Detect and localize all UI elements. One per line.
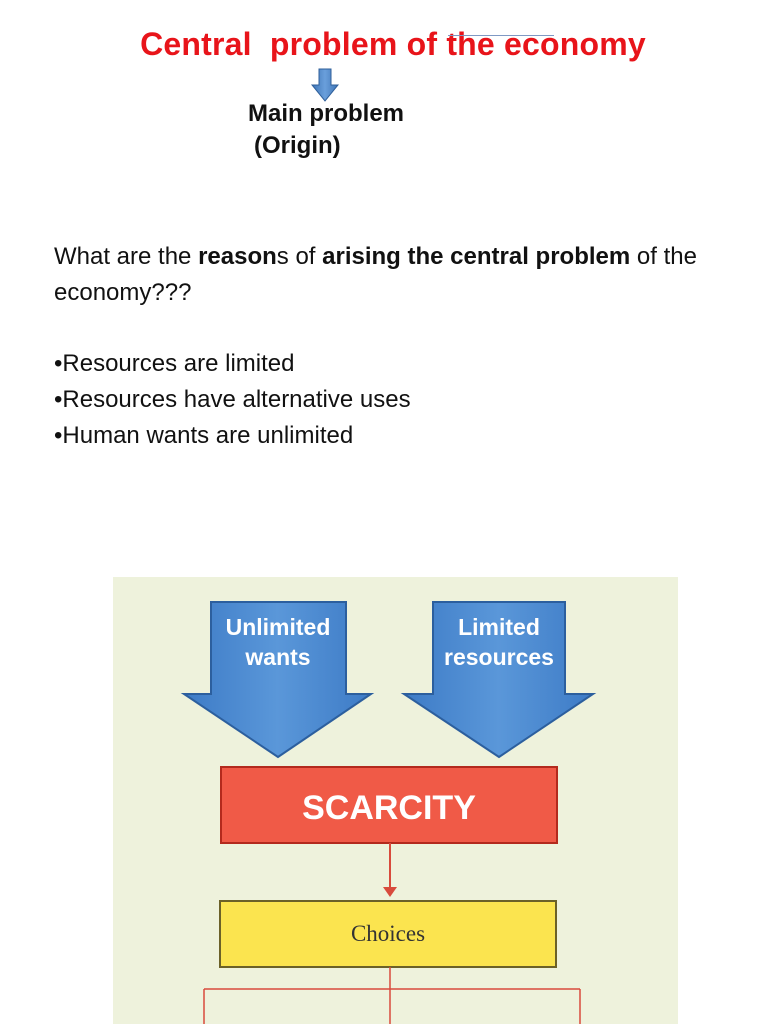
choices-label: Choices [351,921,425,946]
scarcity-diagram-svg: Unlimited wants Limited resources SCARCI… [180,601,597,1024]
question-part1: What are the [54,243,199,270]
question-part2: s of [276,243,323,270]
reasons-list: •Resources are limited •Resources have a… [54,346,411,454]
question-bold-arising: arising the central problem [322,243,631,270]
list-item: •Human wants are unlimited [54,422,354,449]
unlimited-wants-arrow [180,601,375,759]
main-problem-line: Main problem [248,100,405,127]
list-item: •Resources are limited [54,350,295,377]
connector-arrowhead [383,887,397,897]
question-part3: of the economy??? [54,243,697,306]
decorative-line [448,35,554,36]
slide-title: Central problem of the economy [140,26,646,62]
unlimited-wants-line2: wants [244,644,310,670]
limited-resources-line1: Limited [458,614,540,640]
question-bold-reason: reason [198,243,277,270]
scarcity-box [220,766,558,844]
origin-line: (Origin) [254,132,341,159]
scarcity-label: SCARCITY [302,789,476,827]
question-text: What are the reasons of arising the cent… [54,239,754,311]
limited-resources-arrow [400,601,597,759]
scarcity-diagram: Unlimited wants Limited resources SCARCI… [113,577,678,1024]
main-problem-label: Main problem (Origin) [248,98,404,162]
choices-box [219,900,557,968]
list-item: •Resources have alternative uses [54,386,411,413]
limited-resources-line2: resources [444,644,554,670]
unlimited-wants-line1: Unlimited [226,614,331,640]
down-arrow-icon [311,68,339,102]
